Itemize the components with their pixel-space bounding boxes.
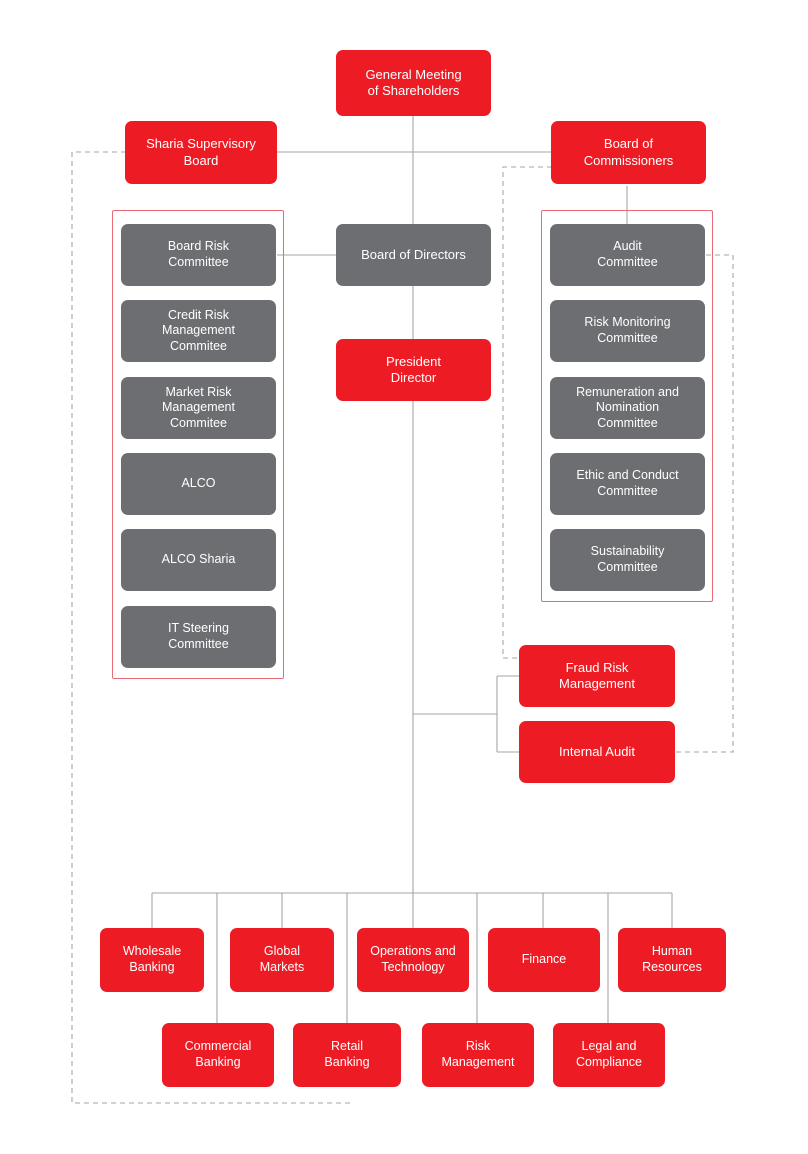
node-ethic-and-conduct-committee[interactable]: Ethic and Conduct Committee: [550, 453, 705, 515]
node-market-risk-management-commitee[interactable]: Market Risk Management Commitee: [121, 377, 276, 439]
node-sustainability-committee[interactable]: Sustainability Committee: [550, 529, 705, 591]
node-human-resources[interactable]: Human Resources: [618, 928, 726, 992]
node-credit-risk-management-commitee[interactable]: Credit Risk Management Commitee: [121, 300, 276, 362]
node-board-of-commissioners[interactable]: Board of Commissioners: [551, 121, 706, 184]
node-legal-and-compliance[interactable]: Legal and Compliance: [553, 1023, 665, 1087]
node-president-director[interactable]: President Director: [336, 339, 491, 401]
node-global-markets[interactable]: Global Markets: [230, 928, 334, 992]
node-general-meeting-of-shareholders[interactable]: General Meeting of Shareholders: [336, 50, 491, 116]
node-audit-committee[interactable]: Audit Committee: [550, 224, 705, 286]
node-alco[interactable]: ALCO: [121, 453, 276, 515]
node-board-of-directors[interactable]: Board of Directors: [336, 224, 491, 286]
node-finance[interactable]: Finance: [488, 928, 600, 992]
node-wholesale-banking[interactable]: Wholesale Banking: [100, 928, 204, 992]
node-retail-banking[interactable]: Retail Banking: [293, 1023, 401, 1087]
node-board-risk-committee[interactable]: Board Risk Committee: [121, 224, 276, 286]
node-operations-and-technology[interactable]: Operations and Technology: [357, 928, 469, 992]
node-commercial-banking[interactable]: Commercial Banking: [162, 1023, 274, 1087]
node-sharia-supervisory-board[interactable]: Sharia Supervisory Board: [125, 121, 277, 184]
node-alco-sharia[interactable]: ALCO Sharia: [121, 529, 276, 591]
node-internal-audit[interactable]: Internal Audit: [519, 721, 675, 783]
node-remuneration-and-nomination-committee[interactable]: Remuneration and Nomination Committee: [550, 377, 705, 439]
node-fraud-risk-management[interactable]: Fraud Risk Management: [519, 645, 675, 707]
node-it-steering-committee[interactable]: IT Steering Committee: [121, 606, 276, 668]
node-risk-management[interactable]: Risk Management: [422, 1023, 534, 1087]
node-risk-monitoring-committee[interactable]: Risk Monitoring Committee: [550, 300, 705, 362]
